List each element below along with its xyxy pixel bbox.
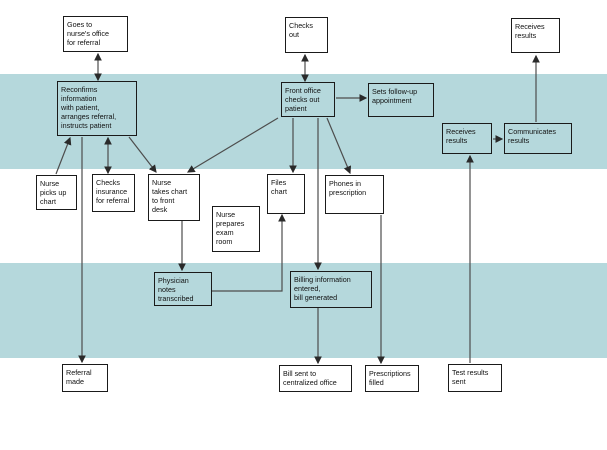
node-prescriptions-filled: Prescriptions filled (365, 365, 419, 392)
edge-picksup-reconfirms (55, 136, 72, 175)
node-goes-to-nurses-office: Goes to nurse's office for referral (63, 16, 128, 52)
node-checks-insurance: Checks insurance for referral (92, 174, 135, 212)
node-referral-made: Referral made (62, 364, 108, 392)
node-files-chart: Files chart (267, 174, 305, 214)
node-nurse-prepares-exam-room: Nurse prepares exam room (212, 206, 260, 252)
node-reconfirms-information: Reconfirms information with patient, arr… (57, 81, 137, 136)
node-communicates-results: Communicates results (504, 123, 572, 154)
node-sets-followup-appointment: Sets follow-up appointment (368, 83, 434, 117)
node-billing-information: Billing information entered, bill genera… (290, 271, 372, 308)
node-nurse-picks-up-chart: Nurse picks up chart (36, 175, 77, 210)
node-phones-in-prescription: Phones in prescription (325, 175, 384, 214)
node-receives-results-patient: Receives results (511, 18, 560, 53)
node-front-office-checks-out: Front office checks out patient (281, 82, 335, 117)
edge-physician-fileschart (212, 213, 286, 292)
node-physician-notes-transcribed: Physician notes transcribed (154, 272, 212, 306)
edge-frontoffice-takeschart (186, 117, 279, 173)
node-checks-out: Checks out (285, 17, 328, 53)
node-receives-results-office: Receives results (442, 123, 492, 154)
edge-frontoffice-phones (326, 117, 352, 175)
node-nurse-takes-chart: Nurse takes chart to front desk (148, 174, 200, 221)
swimlane-band-lower (0, 263, 607, 358)
node-bill-sent-centralized: Bill sent to centralized office (279, 365, 352, 392)
node-test-results-sent: Test results sent (448, 364, 502, 392)
edge-reconfirms-takeschart (128, 136, 157, 173)
